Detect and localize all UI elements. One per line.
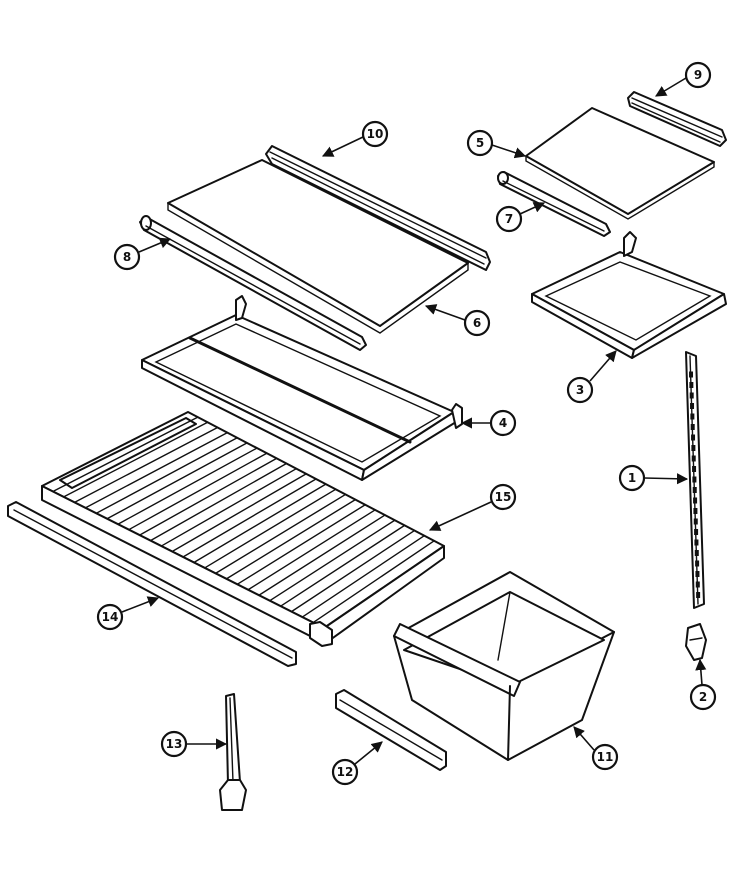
part-4-shelf-frame xyxy=(141,295,463,481)
wire-rib xyxy=(73,426,219,504)
rail-slot xyxy=(696,592,701,598)
part-3-small-shelf-frame xyxy=(531,231,727,359)
wire-rib xyxy=(52,416,199,493)
callout-4: 4 xyxy=(460,409,517,437)
callout-label-5: 5 xyxy=(476,136,484,150)
callout-label-14: 14 xyxy=(102,610,119,624)
rail-slot xyxy=(695,571,700,577)
wire-rib xyxy=(62,421,209,498)
callout-8: 8 xyxy=(113,237,172,271)
part-10-shelf-trim xyxy=(265,145,491,271)
callout-9: 9 xyxy=(655,61,712,97)
callout-11: 11 xyxy=(573,726,619,771)
rail-slot xyxy=(692,466,697,472)
callout-label-2: 2 xyxy=(699,690,707,704)
wire-rib xyxy=(106,442,248,520)
rail-slot xyxy=(695,581,700,588)
callout-1: 1 xyxy=(618,464,689,492)
wire-rib xyxy=(182,478,317,558)
wire-rib xyxy=(290,529,416,613)
rail-slot xyxy=(691,445,696,451)
callout-label-12: 12 xyxy=(337,765,354,779)
rail-slot xyxy=(694,550,699,556)
wire-rib xyxy=(171,473,307,553)
callout-2: 2 xyxy=(689,658,717,711)
part-12-drawer-handle xyxy=(335,689,447,771)
callout-label-13: 13 xyxy=(166,737,183,751)
part-1-shelf-rail xyxy=(685,351,705,609)
wire-rib xyxy=(269,519,396,602)
callout-14: 14 xyxy=(96,596,160,631)
wire-rib xyxy=(128,452,268,531)
part-14-trim-strip xyxy=(7,501,297,667)
wire-rib xyxy=(138,457,278,536)
rail-slot xyxy=(694,529,699,535)
wire-rib xyxy=(149,462,288,542)
callout-label-10: 10 xyxy=(367,127,384,141)
wire-rib xyxy=(258,514,386,596)
callout-13: 13 xyxy=(160,730,228,758)
wire-shelf-ribs xyxy=(52,416,435,624)
part-2-rail-clip xyxy=(685,623,707,661)
rail-slot xyxy=(693,497,698,504)
callout-label-7: 7 xyxy=(505,212,513,226)
rail-slots xyxy=(689,371,701,598)
callout-5: 5 xyxy=(466,129,527,159)
rail-slot xyxy=(691,434,696,441)
part-13-foot xyxy=(219,693,247,811)
part-6-glass-shelf xyxy=(167,159,469,334)
rail-slot xyxy=(690,403,695,409)
rail-slot xyxy=(693,508,698,514)
callouts: 10 9 5 7 8 6 3 xyxy=(96,61,717,786)
rail-slot xyxy=(695,560,700,567)
rail-slot xyxy=(691,455,696,462)
wire-rib xyxy=(95,437,238,515)
callout-10: 10 xyxy=(321,120,389,157)
callout-15: 15 xyxy=(428,483,517,531)
rail-slot xyxy=(692,476,697,483)
callout-12: 12 xyxy=(331,741,383,786)
wire-rib xyxy=(301,534,426,618)
rail-slot xyxy=(689,382,694,388)
callout-label-3: 3 xyxy=(576,383,584,397)
wire-rib xyxy=(84,431,229,509)
rail-slot xyxy=(690,413,695,420)
rail-slot xyxy=(693,518,698,525)
part-9-small-trim xyxy=(627,91,727,147)
rail-slot xyxy=(689,392,694,399)
wire-rib xyxy=(247,509,376,591)
wire-rib xyxy=(214,493,347,575)
callout-6: 6 xyxy=(424,304,491,337)
callout-7: 7 xyxy=(495,202,546,233)
callout-label-15: 15 xyxy=(495,490,512,504)
part-7-small-front-trim xyxy=(497,171,611,237)
rail-slot xyxy=(690,424,695,430)
wire-rib xyxy=(160,467,298,547)
wire-rib xyxy=(193,483,327,564)
part-15-wire-shelf xyxy=(41,411,445,647)
callout-label-11: 11 xyxy=(597,750,614,764)
rail-slot xyxy=(689,371,694,378)
callout-3: 3 xyxy=(566,350,617,404)
wire-rib xyxy=(117,447,258,525)
callout-label-9: 9 xyxy=(694,68,702,82)
callout-label-1: 1 xyxy=(628,471,636,485)
callout-label-6: 6 xyxy=(473,316,481,330)
part-5-small-glass-shelf xyxy=(525,107,715,220)
callout-label-4: 4 xyxy=(499,416,507,430)
wire-rib xyxy=(203,488,337,569)
wire-rib xyxy=(279,524,406,607)
wire-rib xyxy=(236,504,366,586)
part-8-front-trim xyxy=(139,215,367,351)
rail-slot xyxy=(692,487,697,493)
callout-label-8: 8 xyxy=(123,250,131,264)
wire-rib xyxy=(225,498,357,580)
rail-slot xyxy=(694,539,699,546)
part-11-crisper-drawer xyxy=(393,571,615,761)
wire-rib xyxy=(312,540,435,624)
